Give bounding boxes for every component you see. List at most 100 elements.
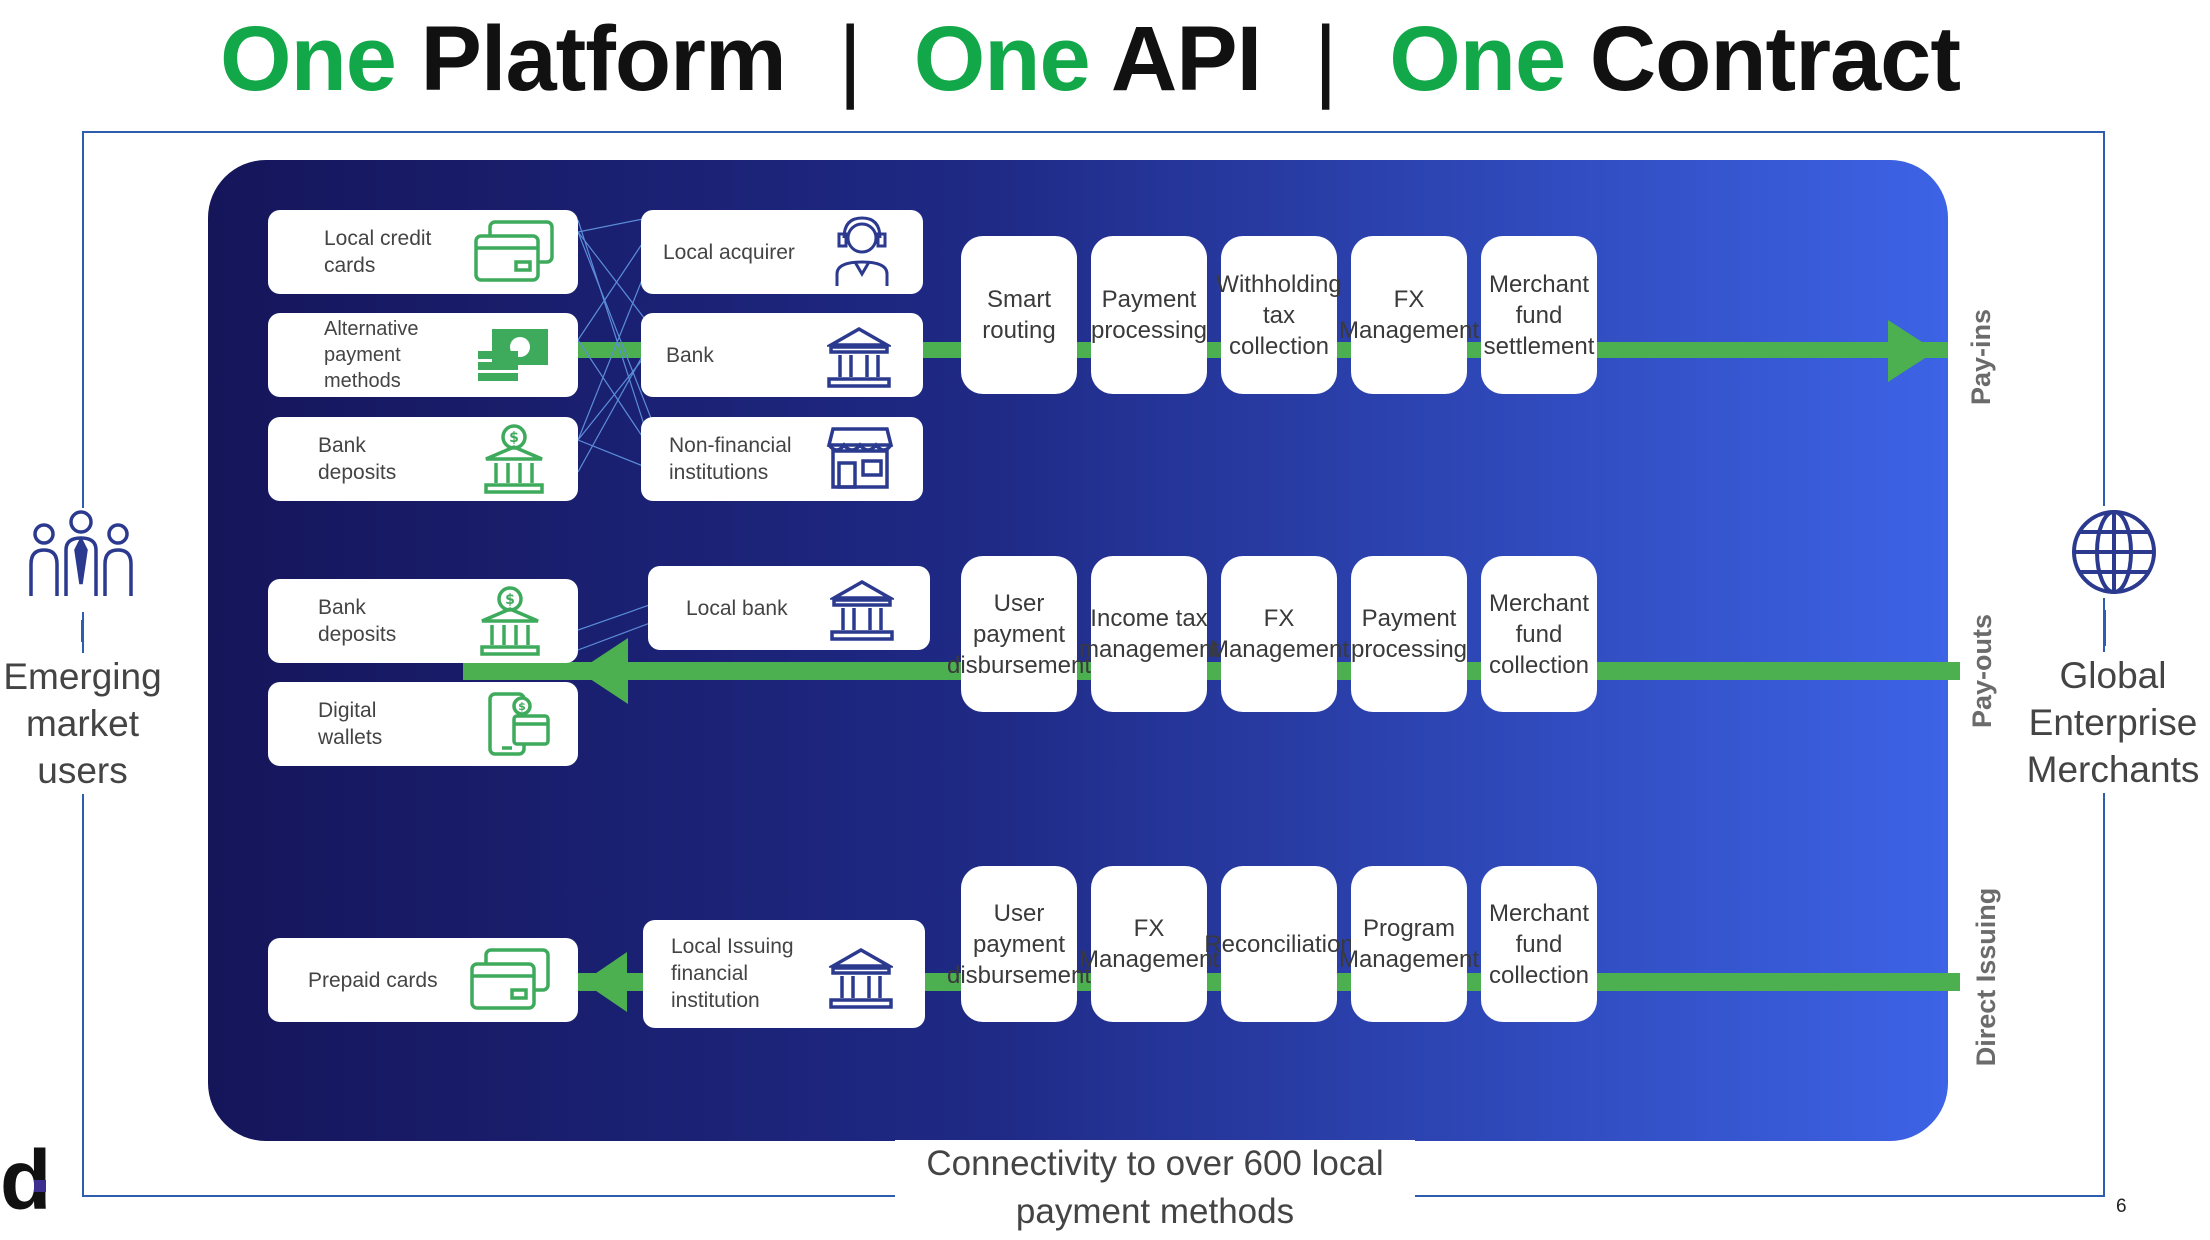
step-label: User payment [972, 899, 1066, 958]
card-label: deposits [318, 623, 397, 646]
step-label: Management [1208, 636, 1350, 663]
source-bank-deposits: Bank deposits $ [268, 417, 578, 501]
card-label: Local Issuing [671, 935, 794, 958]
title-word: API [1110, 8, 1262, 110]
store-icon [826, 427, 894, 489]
step-label: FX [1133, 915, 1165, 942]
svg-text:$: $ [518, 700, 526, 713]
page-title: One Platform | One API | One Contract [0, 4, 2180, 114]
bank-icon [830, 579, 894, 641]
card-label: Local credit [324, 227, 432, 250]
step-label: User payment [972, 589, 1066, 648]
step-label: Smart [986, 286, 1051, 313]
side-label-line: Emerging [3, 656, 162, 697]
step-label: Withholding [1216, 270, 1342, 298]
bank-dollar-icon: $ [484, 424, 544, 494]
step-income-tax-management: Income tax management [1079, 556, 1219, 712]
bank-icon [829, 947, 893, 1009]
step-label: FX [1263, 605, 1295, 632]
step-label: Merchant [1488, 589, 1590, 617]
step-label: management [1078, 636, 1220, 663]
step-label: processing [1090, 317, 1208, 344]
payins-arrow-head [1888, 320, 1936, 382]
step-label: Merchant [1488, 270, 1590, 298]
step-label: settlement [1483, 332, 1595, 360]
users-group-icon [22, 508, 140, 612]
title-word: Contract [1589, 8, 1961, 110]
caption-line: payment methods [1015, 1192, 1295, 1231]
card-label: Local bank [686, 597, 788, 620]
step-label: Program [1362, 915, 1456, 942]
card-label: cards [324, 254, 376, 277]
step-label: collection [1488, 651, 1590, 679]
target-prepaid-cards: Prepaid cards [268, 938, 578, 1022]
step-label: FX [1393, 286, 1425, 313]
card-label: Digital [318, 699, 377, 722]
section-label-payouts: Pay-outs [1967, 613, 1997, 729]
step-user-payment-disbursement: User payment disbursement [947, 866, 1091, 1022]
globe-icon [2068, 506, 2160, 598]
title-word: Platform [420, 8, 787, 110]
support-agent-icon [835, 216, 889, 286]
payouts-flow-extension [1948, 662, 1960, 680]
left-connector-line [81, 620, 83, 642]
svg-text:$: $ [505, 592, 515, 608]
step-label: Reconciliation [1204, 930, 1354, 958]
step-user-payment-disbursement: User payment disbursement [947, 556, 1091, 712]
step-label: fund [1515, 620, 1563, 648]
card-label: institution [671, 989, 760, 1012]
step-label: disbursement [946, 961, 1092, 989]
page-number: 6 [2116, 1196, 2127, 1217]
bank-dollar-icon: $ [480, 586, 540, 656]
step-label: Merchant [1488, 899, 1590, 927]
card-label: methods [324, 370, 401, 392]
acquirer-bank: Bank [641, 313, 923, 397]
step-label: fund [1515, 301, 1563, 329]
side-label-merchants: Global Enterprise Merchants [2018, 652, 2208, 793]
card-label: Prepaid cards [308, 969, 438, 992]
step-label: disbursement [946, 651, 1092, 679]
target-bank-deposits: Bank deposits $ [268, 579, 578, 663]
right-connector-line [2104, 610, 2106, 646]
title-separator: | [1313, 8, 1338, 110]
card-label: Alternative [324, 318, 419, 340]
step-fx-management: FX Management [1209, 556, 1349, 712]
card-label: Bank [666, 344, 714, 367]
step-label: Management [1338, 946, 1480, 973]
bank-icon [827, 326, 891, 388]
side-label-line: Merchants [2026, 749, 2200, 790]
section-label-payins: Pay-ins [1966, 308, 1996, 406]
step-label: collection [1488, 961, 1590, 989]
side-label-line: Global [2059, 655, 2167, 696]
logo-dot [34, 1180, 46, 1192]
cash-icon [478, 329, 548, 381]
section-label-direct-issuing: Direct Issuing [1971, 887, 2001, 1067]
card-label: Bank [318, 434, 366, 457]
target-digital-wallets: Digital wallets $ [268, 682, 578, 766]
step-label: processing [1350, 636, 1468, 663]
title-word: One [220, 8, 397, 110]
card-label: wallets [318, 726, 383, 749]
payouts-arrow-head [578, 638, 628, 704]
side-label-line: market [25, 703, 140, 744]
step-label: Income tax [1090, 605, 1208, 632]
card-label: Local acquirer [663, 241, 795, 264]
card-label: Bank [318, 596, 366, 619]
card-label: deposits [318, 461, 397, 484]
payout-local-bank: Local bank [648, 566, 930, 650]
acquirer-local-acquirer: Local acquirer [641, 210, 923, 294]
svg-text:$: $ [509, 430, 519, 446]
credit-card-icon [470, 948, 550, 1010]
step-merchant-fund-settlement: Merchant fund settlement [1481, 236, 1597, 394]
